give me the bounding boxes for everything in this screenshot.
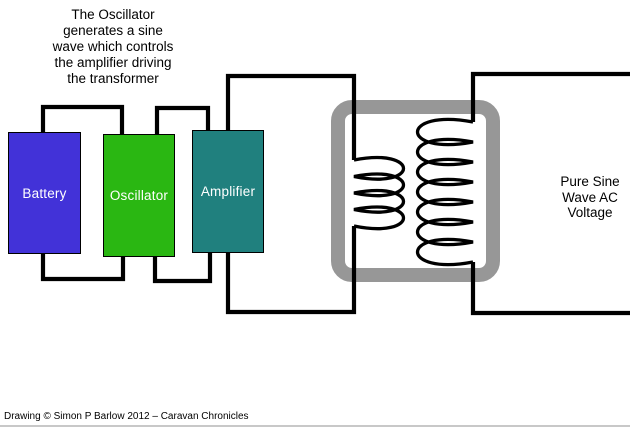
output-voltage-label: Pure Sine Wave AC Voltage <box>533 174 630 221</box>
wire-oscillator-amplifier-top <box>154 105 211 135</box>
credit-text: Drawing © Simon P Barlow 2012 – Caravan … <box>4 411 249 422</box>
battery-block: Battery <box>8 132 81 254</box>
wire-battery-oscillator-top <box>40 104 125 135</box>
output-label-line: Pure Sine <box>560 174 620 189</box>
wire-secondary-output-top <box>470 71 630 122</box>
primary-coil <box>353 155 406 231</box>
wire-battery-oscillator-bottom <box>40 253 126 282</box>
note-line: wave which controls <box>52 39 174 54</box>
note-line: the transformer <box>67 71 159 86</box>
oscillator-note: The Oscillator generates a sine wave whi… <box>18 7 208 87</box>
amplifier-label: Amplifier <box>200 184 256 199</box>
note-line: generates a sine <box>63 23 163 38</box>
amplifier-block: Amplifier <box>192 130 264 253</box>
secondary-coil <box>416 117 474 267</box>
wire-amplifier-transformer-top <box>225 73 357 160</box>
wire-oscillator-amplifier-bottom <box>152 252 213 284</box>
wire-secondary-output-bottom <box>470 262 630 316</box>
oscillator-label: Oscillator <box>109 188 169 203</box>
oscillator-block: Oscillator <box>103 134 175 257</box>
battery-label: Battery <box>22 185 67 201</box>
output-label-line: Wave AC <box>562 189 618 205</box>
transformer-core <box>331 100 500 282</box>
footer-divider <box>0 425 630 427</box>
output-label-line: Voltage <box>567 205 613 220</box>
note-line: The Oscillator <box>71 7 155 22</box>
wire-transformer-amplifier-bottom <box>225 226 357 315</box>
note-line: the amplifier driving <box>54 55 172 70</box>
